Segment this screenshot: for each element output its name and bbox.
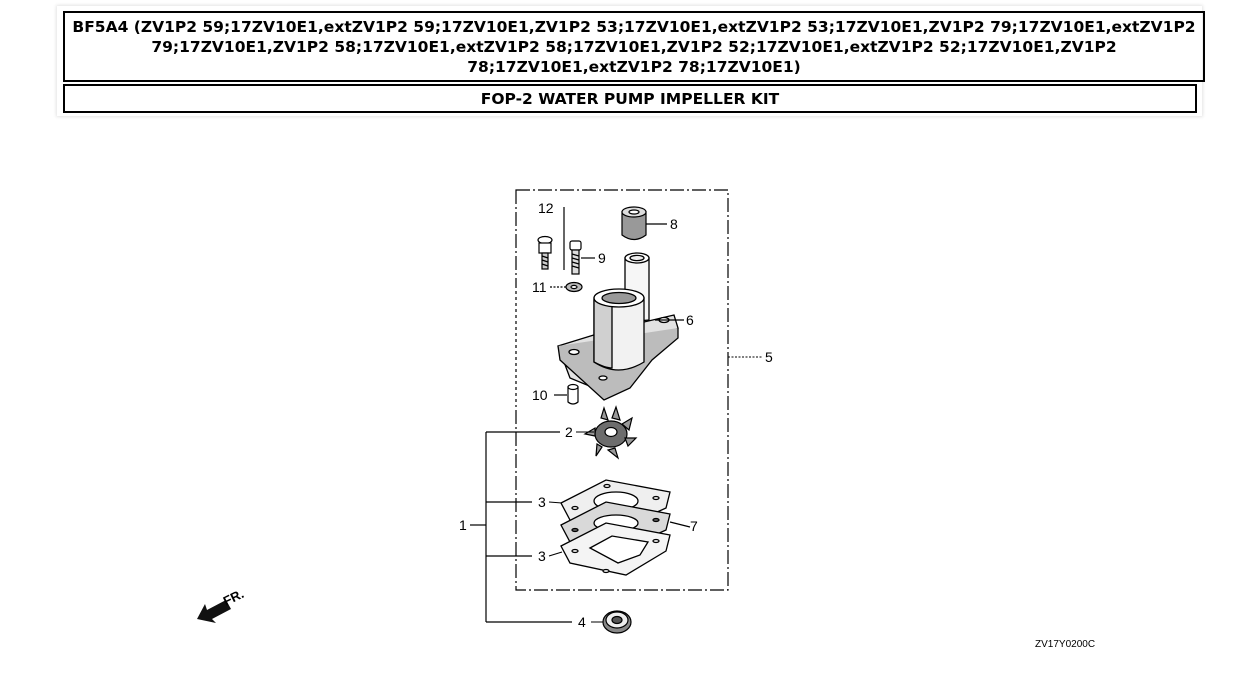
pump-housing-part	[557, 252, 684, 401]
callout-4: 4	[578, 614, 586, 630]
gasket-lower-part	[560, 522, 671, 576]
seal-part	[602, 610, 632, 634]
drawing-code: ZV17Y0200C	[1035, 639, 1095, 650]
callout-11: 11	[532, 279, 547, 295]
impeller-part	[583, 405, 638, 460]
front-direction-arrow: FR.	[197, 586, 246, 623]
section-title-text: FOP-2 WATER PUMP IMPELLER KIT	[480, 89, 780, 108]
washer-part	[550, 281, 583, 293]
callout-2: 2	[565, 424, 573, 440]
model-title: BF5A4 (ZV1P2 59;17ZV10E1,extZV1P2 59;17Z…	[63, 11, 1205, 82]
callout-8: 8	[670, 216, 678, 232]
section-title: FOP-2 WATER PUMP IMPELLER KIT	[63, 84, 1197, 113]
callout-3-upper: 3	[538, 494, 546, 510]
callout-3-lower: 3	[538, 548, 546, 564]
leader-lines	[548, 356, 762, 623]
callout-6: 6	[686, 312, 694, 328]
callout-7: 7	[690, 518, 698, 534]
model-title-text: BF5A4 (ZV1P2 59;17ZV10E1,extZV1P2 59;17Z…	[72, 17, 1196, 76]
callout-12: 12	[538, 200, 554, 216]
bolt-part	[569, 240, 595, 275]
kit-bracket	[470, 431, 572, 623]
assembly-box	[514, 189, 729, 591]
callout-9: 9	[598, 250, 606, 266]
dowel-pin-part	[554, 383, 579, 405]
grommet-part	[621, 206, 667, 241]
flange-bolt-part	[537, 207, 565, 270]
callout-1: 1	[459, 517, 467, 533]
callout-10: 10	[532, 387, 548, 403]
callout-5: 5	[765, 349, 773, 365]
